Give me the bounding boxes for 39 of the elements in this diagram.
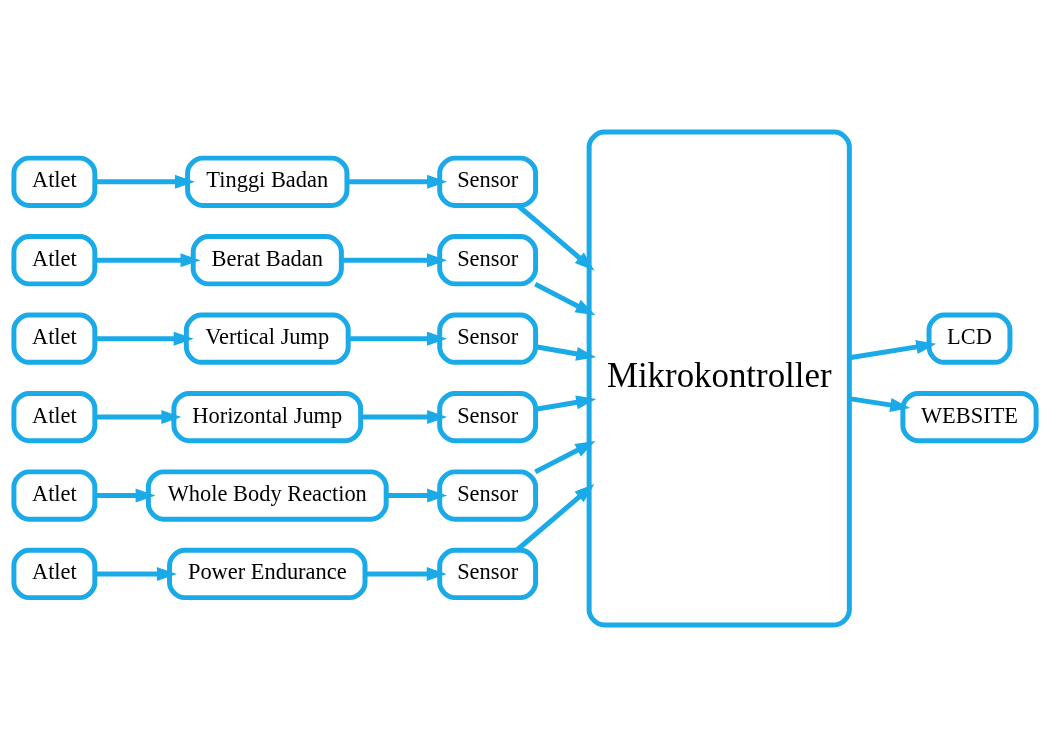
arrow — [95, 174, 195, 189]
node-box: Whole Body Reaction — [145, 468, 389, 522]
arrow — [348, 331, 447, 346]
node-box: Power Endurance — [167, 547, 368, 600]
arrow — [849, 395, 911, 412]
node-box: Sensor — [437, 312, 539, 365]
arrow — [95, 252, 201, 267]
node-box: Sensor — [437, 155, 539, 208]
node-box: Sensor — [437, 390, 539, 443]
arrow — [534, 281, 596, 315]
node-box: Atlet — [11, 233, 98, 286]
node-box: LCD — [926, 312, 1013, 365]
node-box: Sensor — [437, 233, 539, 286]
arrow — [95, 331, 194, 346]
arrow — [535, 394, 597, 412]
arrow — [535, 343, 597, 361]
node-box: Atlet — [11, 312, 98, 365]
arrow — [534, 440, 596, 474]
arrow — [95, 409, 182, 424]
arrow — [95, 566, 177, 581]
node-box: Tinggi Badan — [185, 155, 350, 208]
node-box: Vertical Jump — [183, 312, 351, 365]
arrow — [386, 488, 448, 503]
node-box: Berat Badan — [190, 233, 344, 286]
arrow — [347, 174, 448, 189]
node-box: Atlet — [11, 468, 98, 522]
node-box: Horizontal Jump — [171, 390, 364, 443]
node-box: Sensor — [437, 547, 539, 600]
node-box: Mikrokontroller — [586, 129, 852, 627]
node-box: Atlet — [11, 390, 98, 443]
arrow — [849, 339, 937, 360]
arrow — [365, 566, 447, 581]
arrow — [95, 488, 156, 503]
arrow — [360, 409, 448, 424]
node-box: Atlet — [11, 547, 98, 600]
node-box: Atlet — [11, 155, 98, 208]
node-box: Sensor — [437, 468, 539, 522]
arrow — [341, 252, 447, 267]
node-box: WEBSITE — [900, 390, 1039, 443]
